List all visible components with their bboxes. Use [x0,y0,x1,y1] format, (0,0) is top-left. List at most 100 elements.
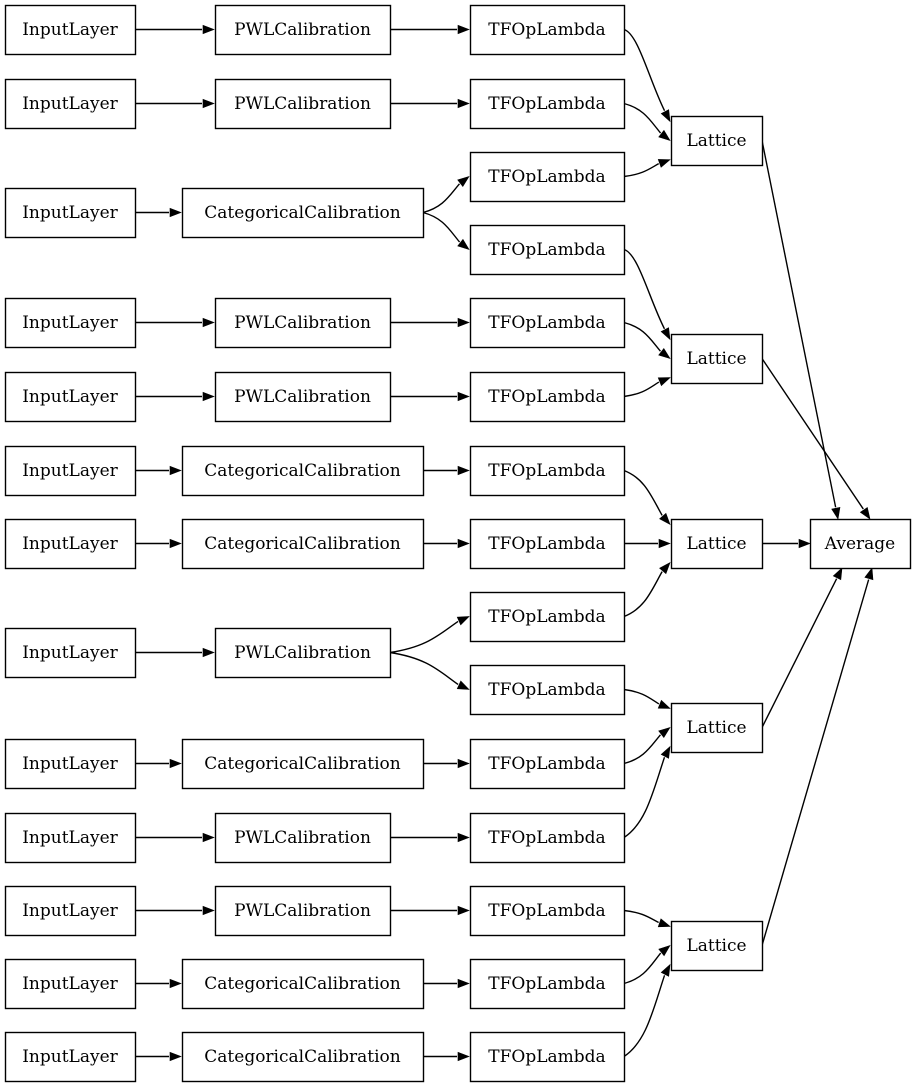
node-tfoplambda: TFOpLambda [469,738,626,790]
node-box [469,591,626,643]
node-box [670,115,764,167]
arrowhead-icon [457,978,470,989]
edge-in3-to-cal3 [135,207,182,218]
arrowhead-icon [832,567,843,581]
node-box [4,1031,137,1083]
arrowhead-icon [202,832,215,843]
edge-in8-to-cal8 [135,647,215,658]
arrowhead-icon [657,159,671,168]
edge-line [623,248,666,330]
edge-cal11-to-lam13 [390,905,470,916]
arrowhead-icon [660,745,671,759]
node-lattice: Lattice [670,920,764,972]
edge-in9-to-cal9 [135,758,182,769]
edge-line [761,579,870,946]
node-inputlayer: InputLayer [4,958,137,1010]
node-inputlayer: InputLayer [4,371,137,423]
edge-lam10-to-lat4 [623,688,671,709]
arrowhead-icon [457,98,470,109]
edge-line [623,28,666,112]
node-lattice: Lattice [670,115,764,167]
edge-cal7-to-lam8 [423,538,470,549]
node-pwlcalibration: PWLCalibration [214,78,392,130]
node-categoricalcalibration: CategoricalCalibration [181,518,425,570]
node-inputlayer: InputLayer [4,885,137,937]
edge-line [761,578,838,728]
node-box [4,812,137,864]
arrowhead-icon [457,175,470,188]
arrowhead-icon [859,507,871,520]
arrowhead-icon [457,391,470,402]
node-box [214,297,392,349]
arrowhead-icon [169,978,182,989]
edge-lam6-to-lat2 [623,377,671,398]
edge-lam5-to-lat2 [623,321,671,360]
node-box [4,445,137,497]
edge-lam11-to-lat4 [623,726,671,765]
edge-layer [135,24,874,1062]
arrowhead-icon [202,24,215,35]
edge-line [623,734,662,765]
edge-lam15-to-lat5 [623,963,671,1058]
node-box [4,371,137,423]
edge-line [422,211,461,243]
node-inputlayer: InputLayer [4,738,137,790]
node-box [181,738,425,790]
node-lattice: Lattice [670,518,764,570]
node-box [4,518,137,570]
node-box [181,445,425,497]
node-box [4,885,137,937]
edge-cal10-to-lam12 [390,832,470,843]
edge-line [623,163,660,178]
node-tfoplambda: TFOpLambda [469,297,626,349]
node-box [469,664,626,716]
arrowhead-icon [456,680,470,690]
arrowhead-icon [202,317,215,328]
node-box [469,78,626,130]
edge-cal13-to-lam15 [423,1051,470,1062]
node-inputlayer: InputLayer [4,297,137,349]
node-pwlcalibration: PWLCalibration [214,627,392,679]
node-tfoplambda: TFOpLambda [469,1031,626,1083]
arrowhead-icon [202,905,215,916]
arrowhead-icon [457,24,470,35]
edge-lat2-to-avg [761,358,871,520]
edge-cal4-to-lam5 [390,317,470,328]
node-pwlcalibration: PWLCalibration [214,371,392,423]
arrowhead-icon [864,567,874,581]
edge-in10-to-cal10 [135,832,215,843]
arrowhead-icon [658,726,671,739]
node-tfoplambda: TFOpLambda [469,885,626,937]
node-box [214,371,392,423]
arrowhead-icon [660,109,671,123]
edge-lam9-to-lat3 [623,561,671,618]
node-box [469,297,626,349]
edge-line [623,381,660,398]
edge-in7-to-cal7 [135,538,182,549]
arrowhead-icon [657,918,671,928]
edge-line [623,909,659,924]
arrowhead-icon [457,1051,470,1062]
node-box [4,738,137,790]
edge-in5-to-cal5 [135,391,215,402]
arrowhead-icon [456,616,470,626]
node-box [4,627,137,679]
node-categoricalcalibration: CategoricalCalibration [181,1031,425,1083]
edge-lat5-to-avg [761,567,874,946]
node-pwlcalibration: PWLCalibration [214,297,392,349]
node-average: Average [809,518,912,570]
edge-line [623,102,662,134]
node-box [214,812,392,864]
edge-in13-to-cal13 [135,1051,182,1062]
node-categoricalcalibration: CategoricalCalibration [181,187,425,239]
node-box [469,958,626,1010]
node-tfoplambda: TFOpLambda [469,812,626,864]
edge-line [623,571,663,618]
arrowhead-icon [660,327,671,341]
arrowhead-icon [202,98,215,109]
edge-lam1-to-lat1 [623,28,671,123]
arrowhead-icon [457,538,470,549]
node-box [4,958,137,1010]
node-tfoplambda: TFOpLambda [469,591,626,643]
